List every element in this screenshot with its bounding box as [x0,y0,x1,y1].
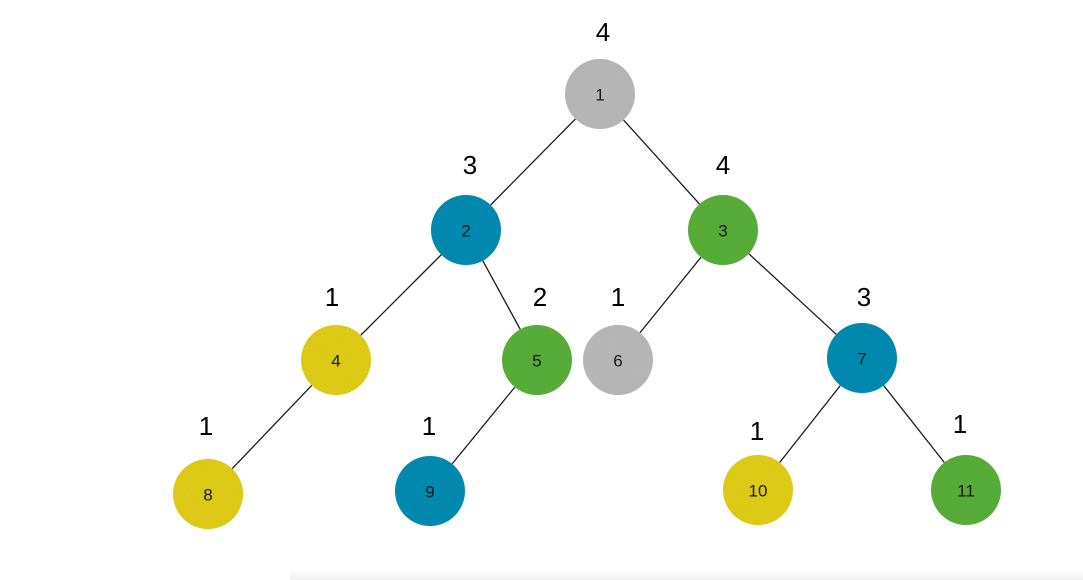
weight-label-4: 1 [325,282,339,312]
tree-node-1: 1 [565,59,635,129]
node-label-10: 10 [749,482,768,501]
weight-label-3: 4 [716,150,730,180]
weight-label-8: 1 [199,411,213,441]
node-label-2: 2 [461,222,470,241]
tree-node-10: 10 [723,455,793,525]
node-label-11: 11 [957,482,975,501]
edge-7-11 [883,385,945,463]
tree-node-9: 9 [395,456,465,526]
weight-label-2: 3 [463,150,477,180]
node-label-1: 1 [595,86,604,105]
weight-label-7: 3 [857,282,871,312]
weight-label-10: 1 [750,416,764,446]
node-circle-4 [301,325,371,395]
tree-node-6: 6 [583,325,653,395]
node-circle-11 [931,455,1001,525]
tree-node-3: 3 [688,195,758,265]
node-circle-10 [723,455,793,525]
node-label-9: 9 [425,483,434,502]
edges-layer [231,118,945,470]
tree-node-8: 8 [173,459,243,529]
edge-7-10 [779,385,841,463]
node-label-5: 5 [532,352,541,371]
node-circle-6 [583,325,653,395]
tree-node-4: 4 [301,325,371,395]
node-circle-5 [502,325,572,395]
weight-label-11: 1 [953,409,967,439]
edge-1-3 [622,119,701,205]
node-label-3: 3 [718,222,727,241]
weight-label-5: 2 [533,282,547,312]
edge-2-5 [482,260,521,330]
tree-node-7: 7 [827,323,897,393]
node-label-6: 6 [613,352,622,371]
tree-node-5: 5 [502,325,572,395]
edge-1-2 [490,118,576,206]
node-circle-8 [173,459,243,529]
node-label-7: 7 [857,350,866,369]
bottom-shadow [290,570,1083,580]
tree-node-2: 2 [431,195,501,265]
edge-3-6 [639,256,702,334]
weight-label-6: 1 [611,282,625,312]
tree-node-11: 11 [931,455,1001,525]
node-circle-1 [565,59,635,129]
node-circle-9 [395,456,465,526]
edge-4-8 [231,384,313,470]
edge-5-9 [451,386,516,465]
node-circle-3 [688,195,758,265]
node-label-4: 4 [331,352,340,371]
node-circle-7 [827,323,897,393]
weight-label-1: 4 [596,17,610,47]
weight-label-9: 1 [422,411,436,441]
node-circle-2 [431,195,501,265]
node-label-8: 8 [203,486,212,505]
weights-layer: 4 3 4 1 2 1 3 1 1 1 1 [199,17,967,446]
edge-2-4 [360,254,442,336]
edge-3-7 [748,253,837,335]
